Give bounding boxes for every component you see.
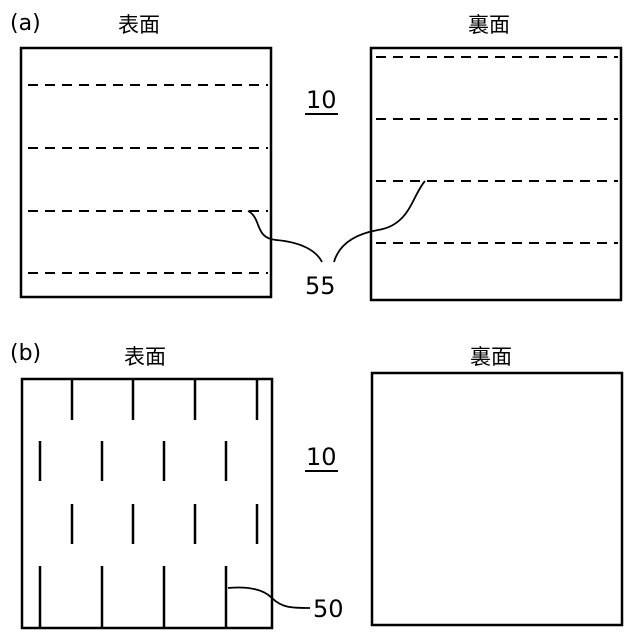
panel-a-leader-back [334,181,425,262]
panel-a-back-fold-lines [376,57,618,243]
panel-a-label: (a) [10,11,41,36]
panel-b-back-sheet [372,373,622,625]
panel-b-ref-number: 10 [306,443,337,471]
panel-a-leader-front [248,211,322,262]
panel-a-ref-number: 10 [306,86,337,114]
panel-a-front-fold-lines [28,85,268,273]
panel-b-leader [228,587,310,608]
panel-b-label: (b) [10,341,41,366]
panel-a-front-label: 表面 [118,13,160,37]
panel-b-callout: 50 [313,595,344,623]
panel-a-back-sheet [371,48,621,300]
panel-b-front-sheet [22,379,272,628]
panel-a-callout: 55 [305,272,336,300]
panel-a: (a) 表面 裏面 10 55 [10,11,621,300]
panel-b-front-label: 表面 [124,345,166,369]
panel-b-back-label: 裏面 [470,345,512,369]
panel-b: (b) 表面 裏面 [10,341,622,628]
panel-b-front-slits [40,380,257,627]
panel-a-back-label: 裏面 [468,13,510,37]
